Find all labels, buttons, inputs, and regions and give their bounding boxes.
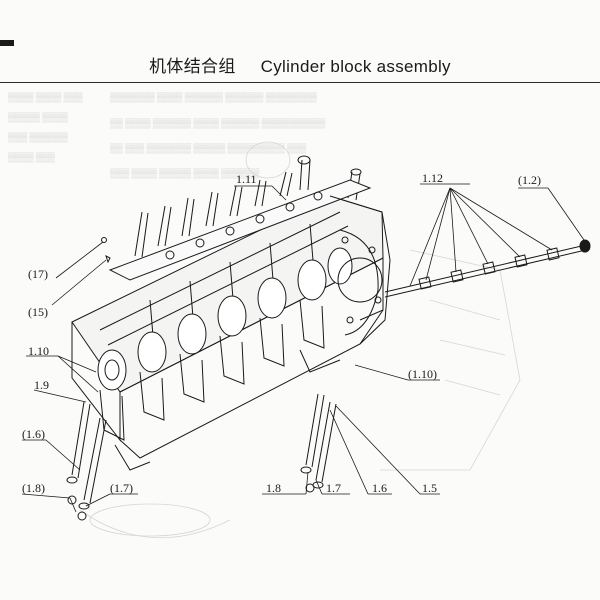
main-bearing-caps	[97, 247, 353, 391]
title-chinese: 机体结合组	[149, 57, 236, 76]
bleed-through-text: ▒▒▒▒▒ ▒▒▒▒	[8, 112, 68, 122]
title-english: Cylinder block assembly	[260, 57, 451, 76]
callout-1-7-bottom: 1.7	[326, 481, 341, 495]
bleed-through-text: ▒▒▒▒ ▒▒▒	[8, 152, 55, 162]
bleed-through-text: ▒▒ ▒▒▒▒ ▒▒▒▒▒▒ ▒▒▒▒ ▒▒▒▒▒▒ ▒▒▒▒▒▒▒▒▒▒	[110, 118, 326, 128]
tie-rods-right	[300, 393, 337, 493]
page-title: 机体结合组 Cylinder block assembly	[0, 52, 600, 77]
bleed-through-text: ▒▒▒ ▒▒▒▒▒▒	[8, 132, 68, 142]
bleed-through-text: ▒▒▒▒ ▒▒▒▒ ▒▒▒	[8, 92, 83, 102]
callout-1-12: 1.12	[422, 171, 443, 185]
part-17-dowel	[101, 237, 107, 243]
callout-1-10-left: 1.10	[28, 344, 49, 358]
callout-17: (17)	[28, 267, 48, 281]
cylinder-block-illustration	[21, 141, 591, 539]
callout-1-6-bottom: 1.6	[372, 481, 387, 495]
title-rule	[0, 82, 600, 83]
tie-rods-left	[66, 401, 107, 521]
bleed-through-text: ▒▒▒▒▒▒▒ ▒▒▒▒ ▒▒▒▒▒▒ ▒▒▒▒▒▒ ▒▒▒▒▒▒▒▒	[110, 92, 317, 102]
part-15-plug	[105, 255, 111, 264]
callout-1-5: 1.5	[422, 481, 437, 495]
cylinder-head-studs	[134, 155, 362, 258]
ghost-engine-outline	[79, 141, 521, 539]
callout-1-8-bottom: 1.8	[266, 481, 281, 495]
callout-1-2: (1.2)	[518, 173, 541, 187]
callout-1-8-left: (1.8)	[22, 481, 45, 495]
corner-mark	[0, 40, 14, 46]
callout-15: (15)	[28, 305, 48, 319]
callout-1-11: 1.11	[236, 172, 257, 186]
exploded-studs-row	[384, 239, 591, 298]
leader-lines	[21, 183, 585, 513]
rail-holes	[165, 191, 323, 260]
callout-1-10-right: (1.10)	[408, 367, 437, 381]
callout-1-6-left: (1.6)	[22, 427, 45, 441]
callout-1-9: 1.9	[34, 378, 49, 392]
flywheel-housing	[329, 195, 391, 345]
bleed-through-text: ▒▒▒ ▒▒▒▒ ▒▒▒▒▒ ▒▒▒▒ ▒▒▒▒▒▒	[110, 168, 260, 178]
bleed-through-text: ▒▒ ▒▒▒ ▒▒▒▒▒▒▒ ▒▒▒▒▒ ▒▒▒▒▒▒▒▒▒ ▒▒▒	[110, 143, 307, 153]
callout-1-7-left: (1.7)	[110, 481, 133, 495]
bearing-cap-bodies	[99, 299, 325, 441]
